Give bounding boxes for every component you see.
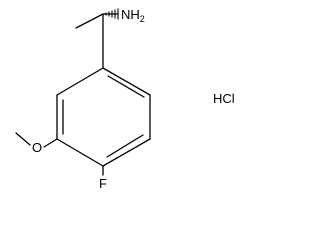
ring-bond-1 xyxy=(102,67,151,96)
ring-bond-3 xyxy=(102,138,151,167)
ring-bond-4 xyxy=(56,138,104,167)
amine-label: NH2 xyxy=(121,7,145,24)
oxygen-label: O xyxy=(32,140,42,155)
ring-double-2 xyxy=(106,134,144,158)
bonds xyxy=(15,13,151,176)
ring-double-1 xyxy=(107,75,145,98)
fluorine-label: F xyxy=(99,176,107,191)
ring-bond-6 xyxy=(56,67,104,96)
bond-ring-oxygen xyxy=(43,138,58,148)
hashed-wedge-bond xyxy=(105,8,119,20)
bond-oxygen-methyl xyxy=(15,132,31,146)
salt-label: HCl xyxy=(213,91,235,106)
molecule-structure: NH2 O F HCl xyxy=(15,7,235,191)
bond-methyl xyxy=(75,13,104,29)
